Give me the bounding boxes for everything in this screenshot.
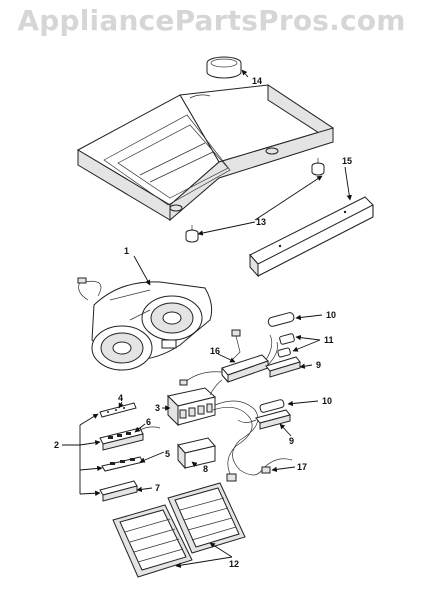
control-box-part bbox=[166, 387, 217, 427]
callout-5: 5 bbox=[165, 449, 170, 459]
range-hood-body bbox=[76, 84, 335, 222]
callout-12: 12 bbox=[229, 559, 239, 569]
leader-lines bbox=[62, 69, 352, 568]
callout-17: 17 bbox=[297, 462, 307, 472]
callout-9-lower: 9 bbox=[289, 436, 294, 446]
light-socket-part bbox=[185, 158, 325, 243]
blower-assembly-part bbox=[77, 277, 213, 371]
callout-10-lower: 10 bbox=[322, 396, 332, 406]
callout-2: 2 bbox=[54, 440, 59, 450]
callout-11: 11 bbox=[324, 335, 334, 345]
callout-16: 16 bbox=[210, 346, 220, 356]
callout-9-upper: 9 bbox=[316, 360, 321, 370]
rear-rail-part bbox=[249, 196, 374, 278]
watermark-text: AppliancePartsPros.com bbox=[17, 4, 406, 37]
wiring-harness-part bbox=[209, 379, 293, 482]
junction-box-part bbox=[177, 437, 216, 470]
callout-1: 1 bbox=[124, 246, 129, 256]
callout-6: 6 bbox=[146, 417, 151, 427]
callout-14: 14 bbox=[252, 76, 262, 86]
callout-labels: 14 15 13 1 10 11 16 9 4 10 3 6 9 2 5 17 … bbox=[54, 76, 352, 569]
callout-8: 8 bbox=[203, 464, 208, 474]
light-switch-group-upper bbox=[265, 312, 301, 378]
switch-panel-parts bbox=[99, 402, 161, 502]
ballast-part bbox=[179, 329, 278, 386]
light-switch-group-lower bbox=[237, 399, 291, 430]
callout-3: 3 bbox=[155, 403, 160, 413]
callout-7: 7 bbox=[155, 483, 160, 493]
callout-15: 15 bbox=[342, 156, 352, 166]
callout-4: 4 bbox=[118, 393, 123, 403]
callout-10-upper: 10 bbox=[326, 310, 336, 320]
grease-filters-part bbox=[112, 482, 246, 578]
callout-13: 13 bbox=[256, 217, 266, 227]
duct-collar-part bbox=[206, 56, 242, 79]
